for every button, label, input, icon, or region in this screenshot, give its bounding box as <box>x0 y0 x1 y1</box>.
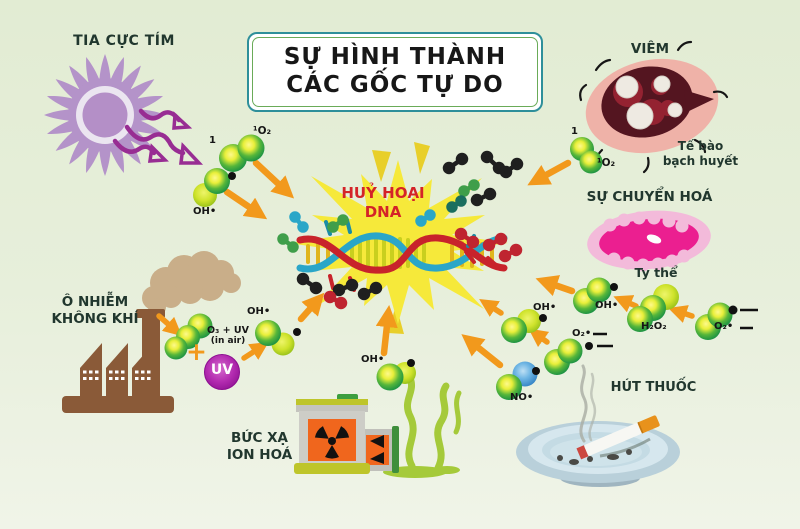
white-blood-cells <box>615 75 683 130</box>
label-lymphocyte-line2: bạch huyết <box>662 154 739 168</box>
molecule-hydroxyl-radiation <box>376 362 416 391</box>
uv-badge-icon <box>204 354 240 390</box>
radical-molecules <box>164 134 758 400</box>
label-singlet-o2-inflammation: ¹O₂ <box>597 157 616 169</box>
sun-icon <box>44 54 166 176</box>
label-hydroxyl-uv: OH• <box>193 206 217 217</box>
molecule-superoxide-right <box>695 302 733 340</box>
label-hydroxyl-chain-b: OH• <box>595 300 619 311</box>
molecule-hydroxyl-chain-b <box>573 277 612 314</box>
label-dna-damage-line2: DNA <box>364 202 402 221</box>
label-singlet-sup-inflammation: 1 <box>571 126 578 137</box>
molecule-hydroxyl-uv <box>193 168 230 207</box>
factory-icon <box>62 251 241 413</box>
molecule-hydroxyl-pollution <box>255 320 295 356</box>
molecule-hydrogen-peroxide <box>627 284 679 332</box>
uv-badge-text: UV <box>210 362 234 378</box>
mitochondria-icon <box>587 210 711 272</box>
inflamed-tissue-icon <box>579 40 729 174</box>
label-hydroxyl-pollution: OH• <box>247 306 271 317</box>
label-superoxide-right: O₂• <box>714 321 734 332</box>
radiation-trefoil-icon <box>314 426 350 459</box>
label-singlet-sup-uv: 1 <box>209 135 216 146</box>
cigarette-icon <box>576 415 660 460</box>
plus-sign: + <box>186 337 207 366</box>
dna-helix <box>296 218 508 292</box>
cigarette-smoke <box>579 364 597 443</box>
label-dna-damage-line1: HUỶ HOẠI <box>341 184 425 202</box>
label-nitric-oxide: NO• <box>510 392 534 403</box>
ash-bits <box>557 449 632 465</box>
label-lymphocyte-line1: Tế bào <box>677 139 724 153</box>
label-mitochondria: Ty thể <box>634 265 678 280</box>
label-air-pollution-line2: KHÔNG KHÍ <box>51 310 139 327</box>
molecule-singlet-oxygen-inflammation <box>570 137 603 174</box>
label-hydroxyl-radiation: OH• <box>361 354 385 365</box>
uv-wavy-rays-icon <box>112 108 204 165</box>
title-line-2: CÁC GỐC TỰ DO <box>286 72 504 98</box>
label-air-pollution-line1: Ô NHIỄM <box>61 294 129 310</box>
label-radiation-line1: BỨC XẠ <box>230 430 289 446</box>
molecule-ozone <box>164 313 213 360</box>
radioactive-barrel-icon <box>294 374 462 478</box>
label-ozone-reaction: O₃ + UV <box>207 325 249 336</box>
ashtray-icon <box>516 364 680 487</box>
unpaired-electron-dots <box>228 172 738 375</box>
molecule-superoxide-mid <box>544 338 583 375</box>
label-uv-rays: TIA CỰC TÍM <box>73 33 175 49</box>
label-radiation-line2: ION HOÁ <box>226 446 293 463</box>
molecule-hydroxyl-chain-a <box>501 309 541 343</box>
label-metabolism: SỰ CHUYỂN HOÁ <box>586 189 713 205</box>
label-smoking: HÚT THUỐC <box>610 380 697 395</box>
title-line-1: SỰ HÌNH THÀNH <box>283 44 507 71</box>
label-inflammation: VIÊM <box>630 41 670 57</box>
smoke-cloud-icon <box>142 251 241 316</box>
title-box: SỰ HÌNH THÀNH CÁC GỐC TỰ DO <box>247 32 543 112</box>
label-superoxide-mid: O₂• <box>572 328 592 339</box>
molecule-nitric-oxide <box>496 361 538 400</box>
label-ozone-note: (in air) <box>210 336 246 346</box>
flow-arrows <box>156 159 695 369</box>
label-hydroxyl-chain-a: OH• <box>533 302 557 313</box>
dna-fragments <box>277 150 524 310</box>
molecule-singlet-oxygen-uv <box>219 134 265 172</box>
label-singlet-o2-uv: ¹O₂ <box>253 125 272 137</box>
label-hydrogen-peroxide: H₂O₂ <box>641 321 667 332</box>
electron-bars <box>593 308 758 348</box>
